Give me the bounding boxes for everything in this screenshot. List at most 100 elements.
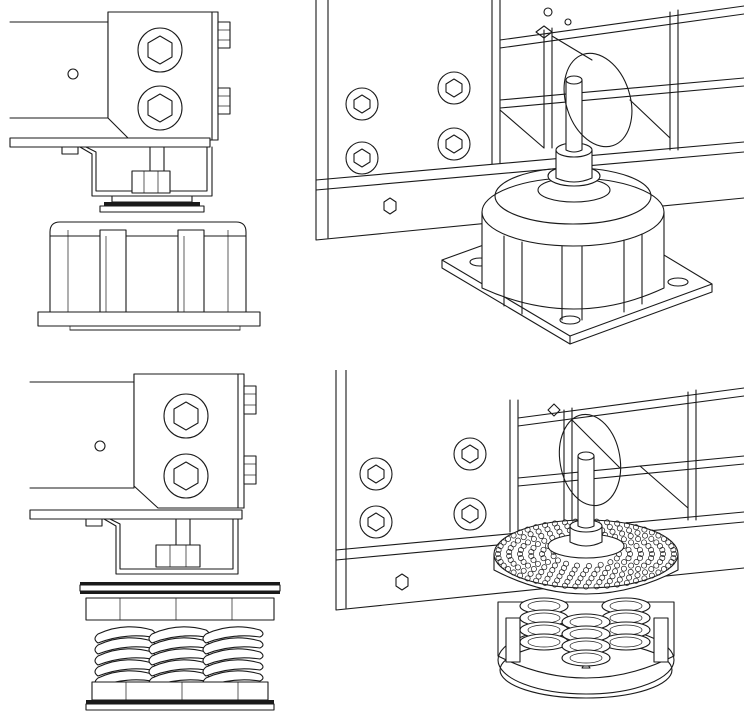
- perforation-hole: [660, 551, 666, 557]
- spring-mount-isometric-view: [335, 370, 744, 699]
- perforation-hole: [627, 569, 634, 575]
- coil-spring: [519, 597, 569, 651]
- perforation-hole: [660, 535, 667, 542]
- perforation-hole: [626, 527, 633, 534]
- perforation-hole: [635, 566, 642, 572]
- perforation-hole: [660, 566, 667, 573]
- perforation-hole: [505, 566, 512, 573]
- perforation-hole: [507, 556, 514, 563]
- perforation-hole: [604, 519, 611, 526]
- perforation-hole: [495, 551, 501, 557]
- perforation-hole: [520, 534, 527, 541]
- perforation-hole: [596, 579, 603, 586]
- perforation-hole: [648, 547, 655, 553]
- perforation-hole: [648, 529, 655, 536]
- disc-perforations: [495, 518, 677, 590]
- foot-plate: [9, 137, 211, 155]
- perforation-hole: [607, 559, 614, 566]
- frame-bolt-4: [453, 497, 487, 531]
- perforation-hole: [655, 532, 662, 539]
- iso-damper: [481, 167, 665, 321]
- perforation-hole: [561, 519, 568, 526]
- perforation-hole: [497, 543, 504, 550]
- perforation-hole: [614, 520, 621, 527]
- perforation-hole: [642, 569, 648, 576]
- perforation-hole: [520, 558, 527, 565]
- damper-base-plate: [37, 311, 261, 331]
- perforation-hole: [634, 572, 641, 579]
- truss-members: [499, 5, 744, 151]
- perforation-hole: [510, 541, 517, 548]
- perforation-hole: [520, 567, 527, 574]
- perforation-hole: [575, 579, 581, 586]
- perforation-hole: [635, 536, 642, 542]
- perforation-hole: [506, 549, 513, 555]
- perforation-hole: [626, 574, 633, 581]
- stud-and-nut: [155, 518, 201, 568]
- perforation-hole: [500, 539, 507, 546]
- perforation-hole: [500, 562, 507, 569]
- perforation-hole: [527, 531, 534, 538]
- bolt-lower: [163, 453, 209, 499]
- perforation-hole: [535, 573, 542, 580]
- perforation-hole: [633, 543, 640, 549]
- perforation-hole: [510, 560, 517, 567]
- perforation-hole: [648, 555, 655, 561]
- truss-members: [517, 387, 744, 521]
- coil-spring: [561, 613, 611, 667]
- perforation-hole: [572, 583, 579, 590]
- perforation-hole: [606, 523, 613, 530]
- perforation-hole: [541, 564, 548, 571]
- perforation-hole: [636, 546, 643, 553]
- perforation-hole: [627, 533, 634, 539]
- perforation-hole: [653, 562, 660, 569]
- coil-spring: [94, 626, 156, 688]
- perforation-hole: [625, 555, 632, 562]
- perforation-hole: [593, 583, 600, 590]
- perforation-hole: [668, 558, 675, 565]
- perforation-hole: [517, 572, 524, 579]
- perforation-hole: [641, 526, 648, 533]
- frame-bolt-2: [437, 71, 471, 105]
- frame-bolt-4: [437, 127, 471, 161]
- perforation-hole: [544, 559, 551, 566]
- perforation-hole: [507, 545, 514, 552]
- panel-bottom-left: [0, 360, 300, 717]
- perforation-hole: [524, 526, 531, 533]
- perforation-hole: [533, 524, 539, 531]
- perforation-hole: [633, 524, 639, 531]
- perforation-hole: [619, 571, 626, 578]
- perforation-hole: [517, 551, 523, 557]
- perforation-hole: [621, 559, 628, 566]
- coil-springs: [94, 626, 264, 688]
- perforation-hole: [517, 529, 524, 536]
- perforation-hole: [612, 568, 619, 575]
- perforation-hole: [614, 562, 621, 569]
- perforation-hole: [506, 553, 513, 559]
- perforation-hole: [542, 579, 549, 586]
- perforation-hole: [623, 522, 630, 529]
- perforation-hole: [588, 575, 595, 582]
- iso-coil-springs: [519, 597, 651, 667]
- perforation-hole: [648, 566, 655, 573]
- perforation-hole: [551, 562, 558, 569]
- perforation-hole: [540, 546, 547, 553]
- stud-and-nut: [99, 146, 205, 213]
- perforation-hole: [645, 543, 652, 550]
- perforation-hole: [625, 546, 632, 553]
- coil-spring: [601, 597, 651, 651]
- perforation-hole: [530, 566, 537, 572]
- perforation-hole: [528, 553, 535, 560]
- perforation-hole: [670, 547, 677, 554]
- perforation-hole: [609, 573, 616, 580]
- perforation-hole: [594, 566, 601, 573]
- perforation-hole: [641, 562, 647, 569]
- coil-spring: [148, 626, 210, 688]
- bolt-upper: [163, 393, 209, 439]
- perforation-hole: [657, 558, 663, 565]
- bolt-lower: [137, 85, 183, 131]
- perforation-hole: [517, 555, 524, 561]
- perforation-hole: [620, 536, 627, 543]
- perforation-hole: [541, 537, 548, 544]
- perforation-hole: [538, 569, 545, 575]
